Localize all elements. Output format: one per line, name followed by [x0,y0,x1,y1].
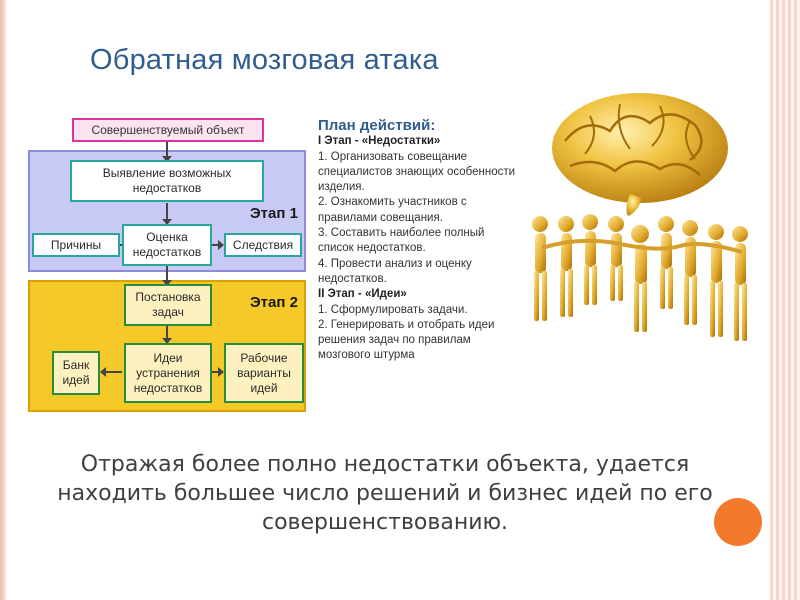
effects-box: Следствия [224,233,302,257]
arrow-evaluate-to-effects [212,244,222,246]
arrow-head [218,240,224,250]
plan-stage2: II Этап - «Идеи» [318,288,407,301]
arrow-ideas-to-variants [212,371,222,373]
object-box: Совершенствуемый объект [72,118,264,142]
plan-item: 1. Сформулировать задачи. [318,303,468,316]
stage2-label: Этап 2 [250,294,298,311]
brainstorm-illustration [520,86,760,346]
arrow-head [162,156,172,162]
plan-item: 2. Ознакомить участников с правилами сов… [318,196,467,224]
arrow-head [100,367,106,377]
conclusion-text: Отражая более полно недостатки объекта, … [57,452,713,535]
arrow-ideas-to-bank [104,371,122,373]
causes-box: Причины [32,233,120,257]
plan-title: План действий: [318,117,436,134]
golden-brain-icon [532,93,748,341]
arrow-head [162,338,172,344]
variants-box: Рабочие варианты идей [224,343,304,403]
plan-item: 1. Организовать совещание специалистов з… [318,150,516,194]
arrow-head [162,280,172,286]
plan-item: 3. Составить наиболее полный список недо… [318,227,485,255]
plan-item: 4. Провести анализ и оценку недостатков. [318,257,472,285]
slide-title: Обратная мозговая атака [90,44,439,76]
arrow-evaluate-to-tasks [166,266,168,282]
orange-dot-icon [714,498,762,546]
bank-box: Банк идей [52,351,100,395]
identify-box: Выявление возможных недостатков [70,160,264,202]
arrow-object-to-identify [166,142,168,158]
arrow-identify-to-evaluate [166,203,168,221]
stage1-label: Этап 1 [250,205,298,222]
arrow-head [162,219,172,225]
page-border-left [0,0,6,600]
action-plan: План действий: I Этап - «Недостатки» 1. … [318,118,518,364]
evaluate-box: Оценка недостатков [122,224,212,266]
page-border-right [770,0,800,600]
arrow-tasks-to-ideas [166,326,168,340]
ideas-box: Идеи устранения недостатков [124,343,212,403]
plan-stage1: I Этап - «Недостатки» [318,135,441,148]
tasks-box: Постановка задач [124,284,212,326]
plan-item: 2. Генерировать и отобрать идеи решения … [318,318,495,362]
arrow-head [218,367,224,377]
